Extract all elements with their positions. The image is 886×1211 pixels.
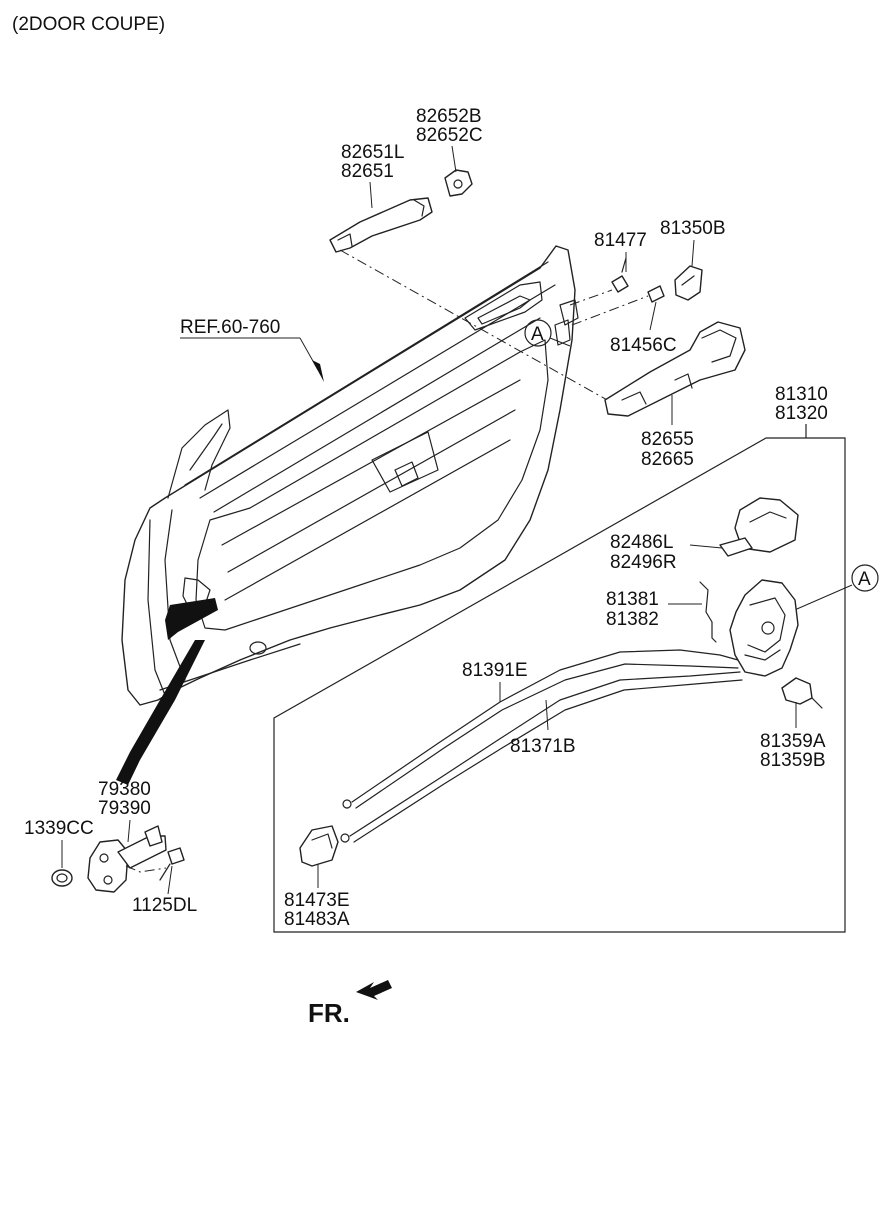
label-cable-holder-2: 81483A [284,909,350,930]
label-handle-bracket-1: 82655 [641,429,694,450]
label-latch-assy-2: 81320 [775,403,828,424]
handle-bracket [604,321,746,417]
label-rod-2: 81382 [606,609,659,630]
handle-pad [444,169,473,197]
ref-callout: REF.60-760 [180,317,324,382]
cover-81350B [674,265,703,301]
screw-81456C [647,285,665,303]
label-actuator-2: 82496R [610,552,677,573]
label-nut: 1339CC [24,818,94,839]
label-actuator-1: 82486L [610,532,673,553]
diagram-title: (2DOOR COUPE) [12,14,165,35]
assembly-line-handle [339,249,626,411]
label-cable-inner: 81391E [462,660,528,681]
callout-a-door-letter: A [531,324,544,345]
label-bolt: 81477 [594,230,647,251]
label-cover: 81350B [660,218,726,239]
label-rod-1: 81381 [606,589,659,610]
actuator [719,497,799,557]
latch-assembly-frame [273,424,846,933]
label-handle-pad-1: 82652B [416,106,482,127]
assembly-line-bolt [569,289,613,306]
label-handle-pad-2: 82652C [416,125,483,146]
label-cable-holder-1: 81473E [284,890,350,911]
door-checker [87,825,167,893]
label-latch-assy-1: 81310 [775,384,828,405]
door-latch [729,579,799,677]
front-label: FR. [308,998,350,1028]
bolt-81477 [611,257,629,293]
label-lock-switch-1: 81359A [760,731,826,752]
label-screw: 81456C [610,335,677,356]
callout-a-door: A [524,319,571,347]
label-lock-switch-2: 81359B [760,750,826,771]
checker-bolt [159,847,185,881]
door-check-strap [116,598,218,785]
outside-handle [329,197,433,253]
label-checker-bolt: 1125DL [132,895,197,916]
label-checker-1: 79380 [98,779,151,800]
label-checker-2: 79390 [98,798,151,819]
cables [340,649,743,843]
label-outside-handle-2: 82651 [341,161,394,182]
nut [51,869,73,887]
ref-label: REF.60-760 [180,317,280,338]
callout-a-latch-letter: A [858,569,871,590]
assembly-line-screw [571,295,649,326]
front-arrow-icon [356,980,392,1000]
cable-holder [299,825,339,867]
lock-switch [781,677,823,709]
callout-a-latch: A [789,564,879,613]
door-panel [121,245,579,706]
rod [699,581,717,643]
front-direction-indicator: FR. [308,980,392,1028]
label-outside-handle-1: 82651L [341,142,404,163]
label-handle-bracket-2: 82665 [641,449,694,470]
label-cable-lock: 81371B [510,736,576,757]
